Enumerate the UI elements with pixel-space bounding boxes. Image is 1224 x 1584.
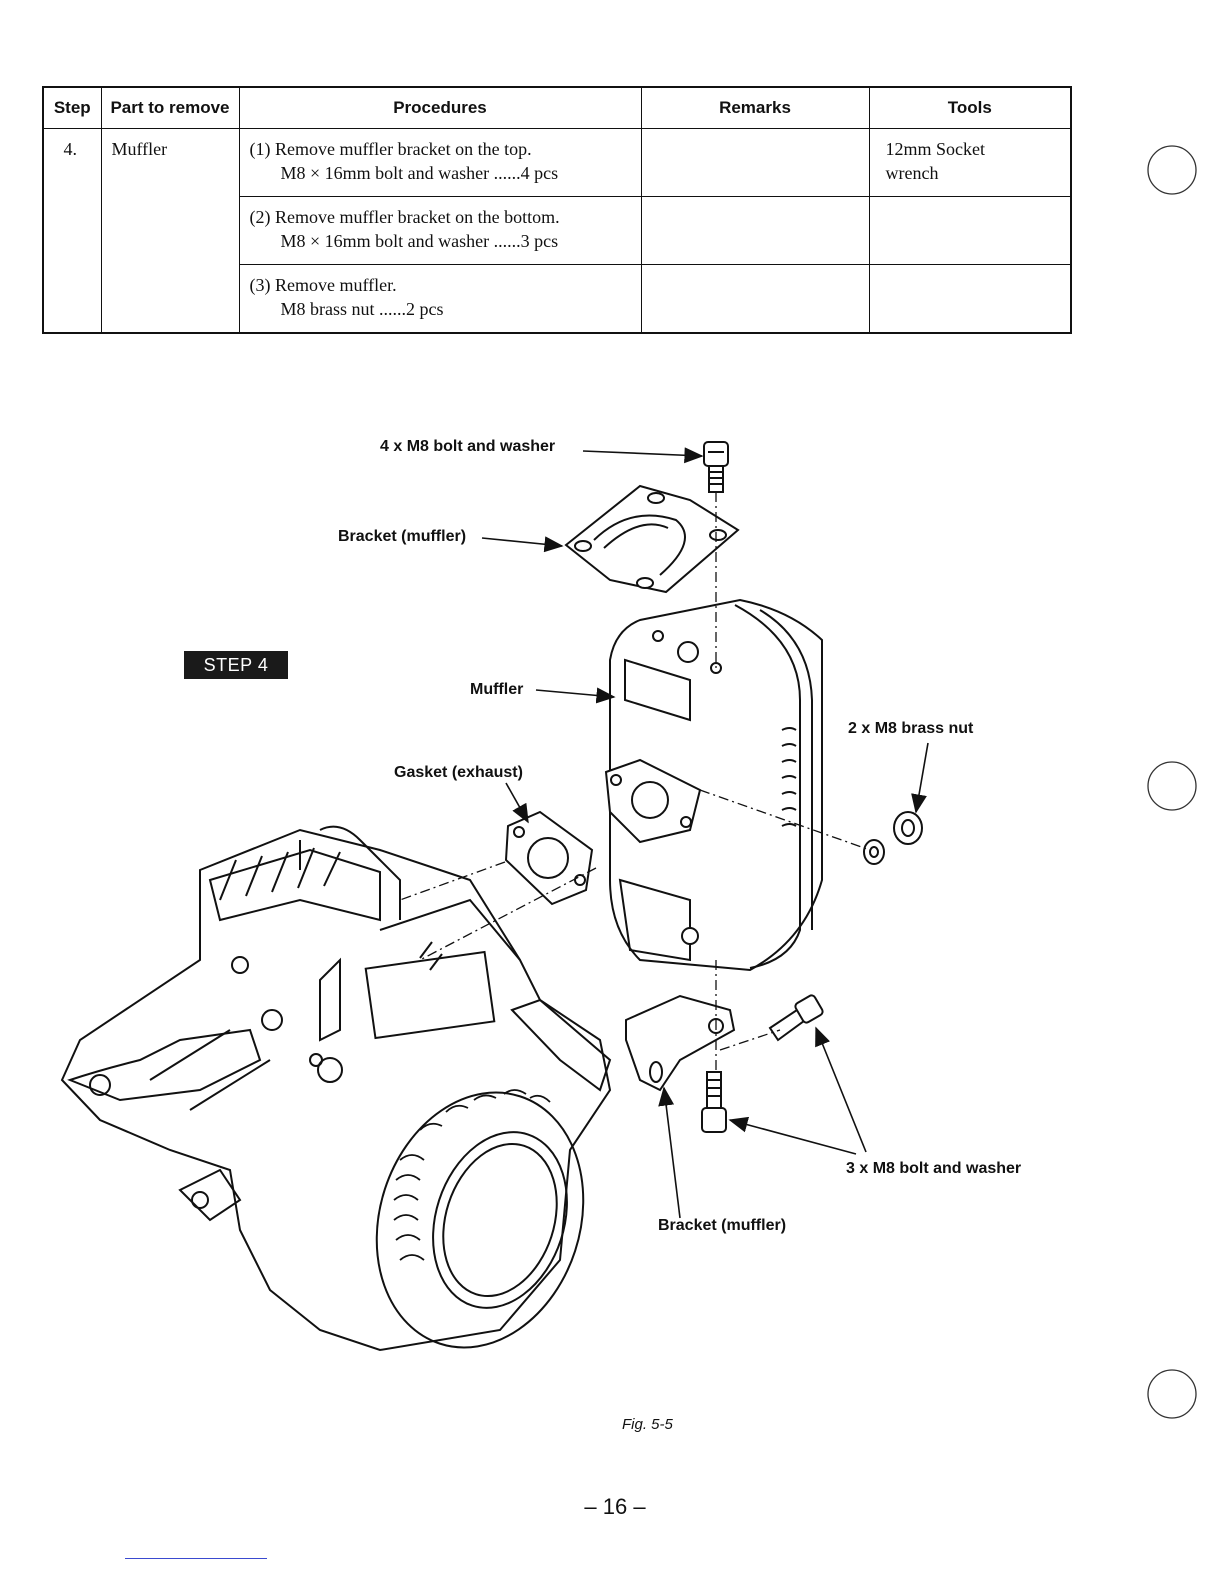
table-header-row: Step Part to remove Procedures Remarks T… — [42, 86, 1072, 129]
brass-nut-icon — [863, 811, 923, 865]
procedure-detail: M8 brass nut ......2 pcs — [280, 299, 444, 319]
procedure-detail: M8 × 16mm bolt and washer ......3 pcs — [280, 231, 559, 251]
bottom-bracket-icon — [625, 994, 736, 1092]
procedure-detail: M8 × 16mm bolt and washer ......4 pcs — [280, 163, 559, 183]
header-part: Part to remove — [100, 86, 240, 129]
top-bolt-icon — [703, 441, 729, 493]
tools-cell: 12mm Socket wrench — [868, 128, 1072, 197]
table-row: 4. Muffler (1) Remove muffler bracket on… — [42, 128, 1072, 334]
table-row: (2) Remove muffler bracket on the bottom… — [43, 196, 1072, 265]
label-bottom-bolts: 3 x M8 bolt and washer — [846, 1160, 1022, 1177]
top-bracket-icon — [564, 484, 740, 594]
tools-cell — [868, 196, 1072, 265]
remarks-cell — [640, 196, 870, 265]
table-row: (3) Remove muffler. M8 brass nut ......2… — [43, 264, 1072, 334]
footer-rule — [125, 1558, 267, 1559]
label-bottom-bracket: Bracket (muffler) — [658, 1217, 787, 1234]
muffler-icon — [604, 598, 823, 972]
gasket-icon — [504, 810, 594, 906]
procedure-text: (1) Remove muffler bracket on the top. — [249, 139, 532, 159]
engine-icon — [60, 825, 612, 1352]
label-gasket: Gasket (exhaust) — [394, 764, 523, 781]
tools-cell — [868, 264, 1072, 334]
procedure-cell: (1) Remove muffler bracket on the top. M… — [238, 128, 642, 197]
tools-text: 12mm Socket wrench — [885, 139, 986, 183]
label-top-bolts: 4 x M8 bolt and washer — [380, 438, 556, 455]
label-muffler: Muffler — [470, 681, 524, 698]
remarks-cell — [640, 128, 870, 197]
procedure-text: (3) Remove muffler. — [249, 275, 397, 295]
label-brass-nuts: 2 x M8 brass nut — [848, 720, 974, 737]
punch-holes — [1147, 145, 1197, 1419]
procedure-text: (2) Remove muffler bracket on the bottom… — [249, 207, 560, 227]
leader-lines — [481, 447, 929, 1219]
label-top-bracket: Bracket (muffler) — [338, 528, 467, 545]
page-number: – 16 – — [584, 1494, 646, 1519]
figure-caption: Fig. 5-5 — [622, 1416, 673, 1433]
step-cell: 4. — [42, 128, 102, 334]
procedure-cell: (3) Remove muffler. M8 brass nut ......2… — [238, 264, 642, 334]
bottom-bolt-icon — [701, 994, 824, 1133]
procedure-table: Step Part to remove Procedures Remarks T… — [42, 86, 1072, 334]
procedure-cell: (2) Remove muffler bracket on the bottom… — [238, 196, 642, 265]
step-badge: STEP 4 — [184, 651, 288, 679]
alignment-lines — [399, 492, 871, 1070]
